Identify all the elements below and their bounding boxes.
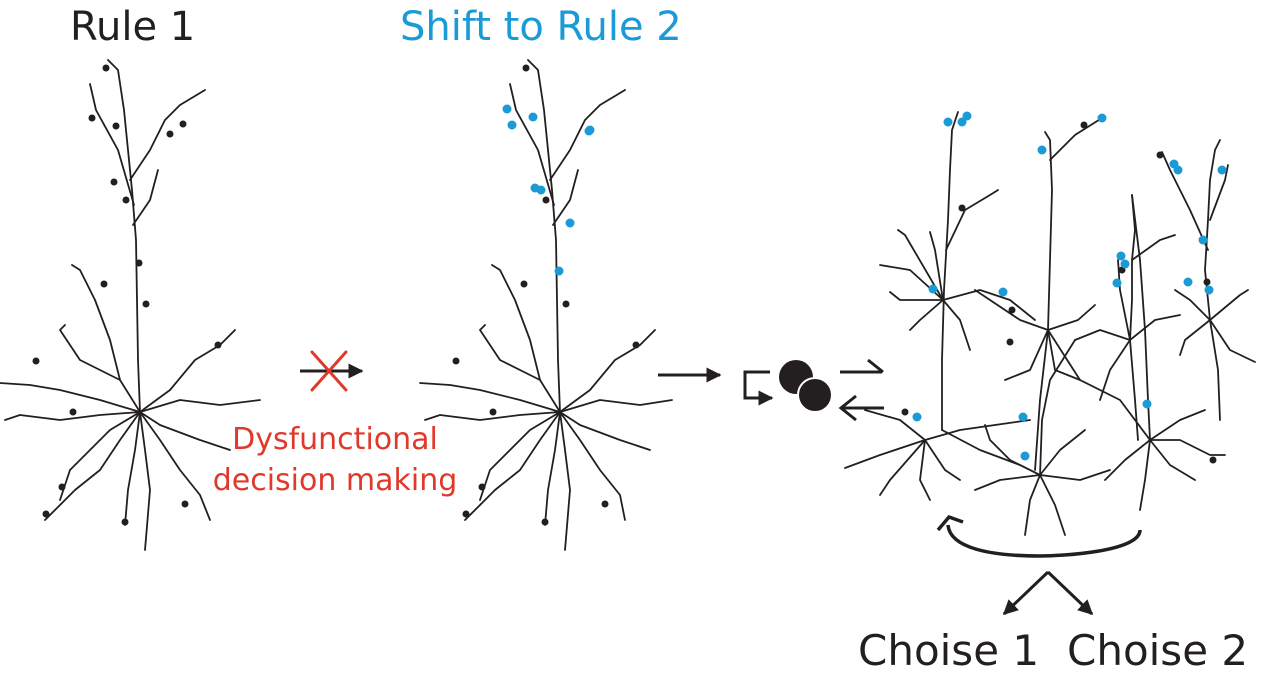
choice2-label: Choise 2 [1067, 626, 1249, 675]
shift-rule2-title: Shift to Rule 2 [400, 4, 682, 50]
spines-rule2-black [452, 64, 640, 526]
spines-rule1 [32, 64, 222, 526]
two-circles-icon [743, 358, 884, 422]
cross-icon [310, 350, 348, 392]
spines-network-black [901, 121, 1217, 464]
neuron-rule1 [0, 59, 261, 551]
choice1-label: Choise 1 [858, 626, 1040, 675]
rule1-title: Rule 1 [70, 4, 196, 50]
neuron-rule2 [419, 59, 673, 551]
spines-network-blue [912, 111, 1227, 461]
dysfunction-label: Dysfunctional decision making [212, 422, 458, 498]
neuron-network [844, 111, 1256, 536]
recurrent-arrow-head [936, 514, 964, 532]
blocked-arrow [300, 350, 364, 392]
spines-rule2-blue [502, 104, 595, 276]
recurrent-arrow [946, 524, 1142, 558]
choice-arrows [1002, 570, 1094, 616]
